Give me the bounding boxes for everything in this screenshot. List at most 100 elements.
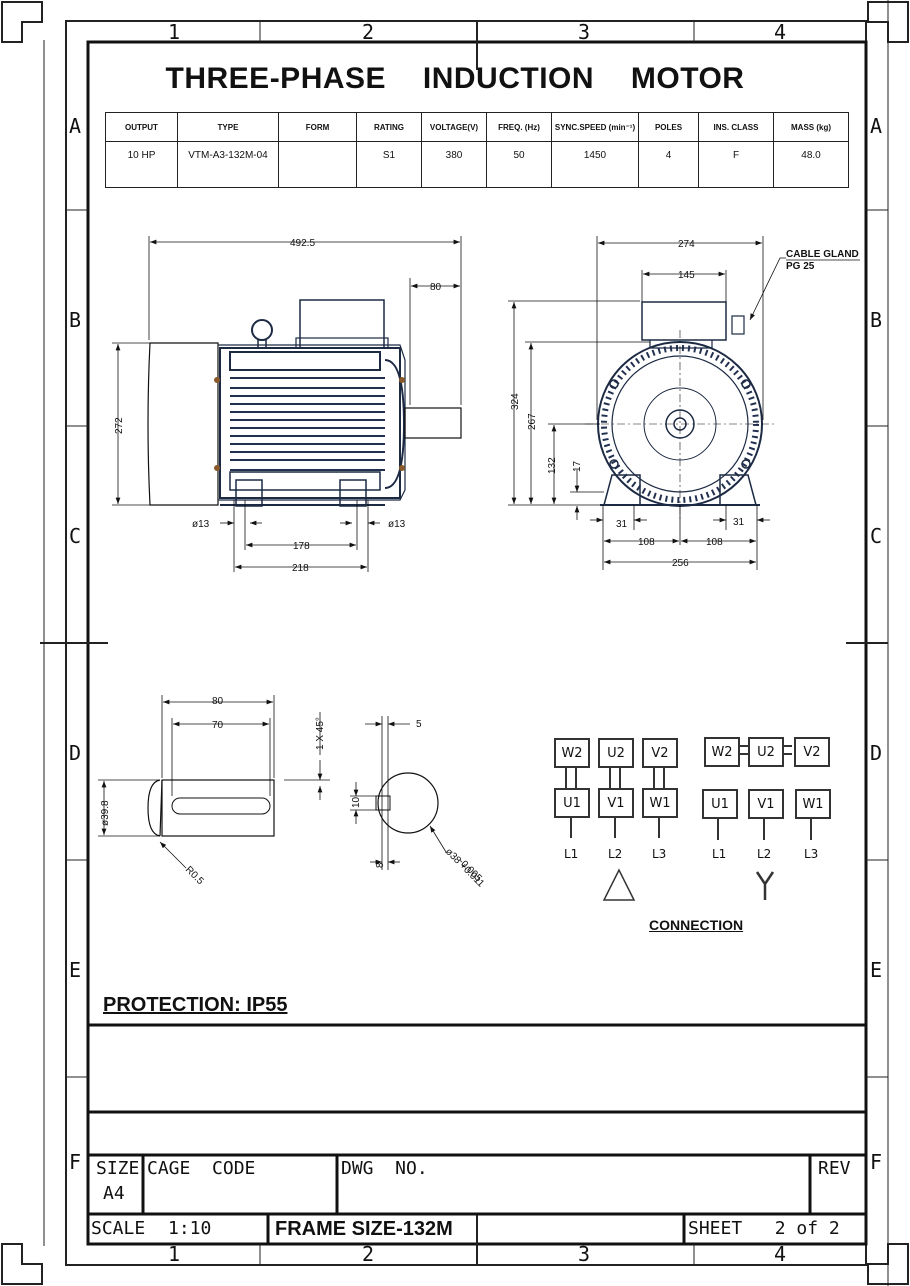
spec-header-cell: TYPE [177, 112, 279, 142]
terminal-u1-star: U1 [702, 789, 738, 819]
size-value: A4 [103, 1183, 125, 1204]
zone-row-b-left: B [69, 308, 82, 332]
spec-value-cell: 380 [421, 141, 487, 188]
spec-value-cell: 48.0 [773, 141, 849, 188]
dim-shaft-length: 80 [430, 282, 442, 293]
spec-value-cell: F [698, 141, 774, 188]
terminal-w1-star: W1 [795, 789, 831, 819]
zone-col-2-bottom: 2 [362, 1242, 375, 1266]
dim-foot-height: 17 [572, 460, 583, 472]
terminal-v2-delta: V2 [642, 738, 678, 768]
dim-radius: R0.5 [183, 864, 206, 887]
dim-hole-left: ø13 [192, 519, 210, 530]
zone-row-c-right: C [870, 524, 883, 548]
protection-label: PROTECTION: IP55 [103, 994, 288, 1016]
spec-table: OUTPUT TYPE FORM RATING VOLTAGE(V) FREQ.… [105, 112, 849, 188]
zone-row-a-left: A [69, 114, 82, 138]
rev-label: REV [818, 1158, 851, 1179]
line-l2-delta: L2 [608, 847, 623, 861]
dim-front-width: 274 [678, 239, 695, 250]
dim-total-height: 324 [510, 393, 521, 410]
spec-header-cell: MASS (kg) [773, 112, 849, 142]
dim-key-5: 5 [416, 719, 422, 730]
terminal-w1-delta: W1 [642, 788, 678, 818]
size-label: SIZE [96, 1158, 140, 1179]
dim-chamfer: 1 X 45° [315, 717, 326, 750]
frame-size: FRAME SIZE-132M [275, 1218, 453, 1240]
zone-row-d-right: D [870, 741, 883, 765]
cable-gland-label: CABLE GLAND [786, 249, 859, 260]
dim-overall-length: 492.5 [290, 238, 315, 249]
shaft-detail [98, 695, 330, 869]
zone-col-4-top: 4 [774, 20, 787, 44]
dim-side-height: 272 [114, 417, 125, 434]
spec-header-cell: FREQ. (Hz) [486, 112, 552, 142]
spec-header-cell: SYNC.SPEED (min⁻¹) [551, 112, 639, 142]
dim-box-width: 145 [678, 270, 695, 281]
dim-height-267: 267 [527, 413, 538, 430]
terminal-u2-delta: U2 [598, 738, 634, 768]
line-l3-star: L3 [804, 847, 819, 861]
dim-shaft-80: 80 [212, 696, 224, 707]
spec-header-row: OUTPUT TYPE FORM RATING VOLTAGE(V) FREQ.… [105, 112, 849, 142]
zone-col-2-top: 2 [362, 20, 375, 44]
zone-row-e-right: E [870, 958, 883, 982]
terminal-v1-star: V1 [748, 789, 784, 819]
zone-row-a-right: A [870, 114, 883, 138]
zone-row-d-left: D [69, 741, 82, 765]
scale-label: SCALE [91, 1218, 146, 1239]
line-l2-star: L2 [757, 847, 772, 861]
connection-label: CONNECTION [649, 917, 744, 933]
zone-col-3-top: 3 [578, 20, 591, 44]
zone-row-f-right: F [870, 1150, 883, 1174]
dim-hole-right: ø13 [388, 519, 406, 530]
dim-half-left: 108 [638, 537, 655, 548]
zone-row-f-left: F [69, 1150, 82, 1174]
dim-c31-left: 31 [616, 519, 628, 530]
line-l3-delta: L3 [652, 847, 667, 861]
terminal-w2-star: W2 [704, 737, 740, 767]
zone-row-b-right: B [870, 308, 883, 332]
dwg-no-label: DWG NO. [341, 1158, 428, 1179]
zone-row-c-left: C [69, 524, 82, 548]
connection-links [565, 745, 812, 901]
cable-gland-size: PG 25 [786, 261, 815, 272]
dim-shaft-dia: ø39.8 [100, 800, 111, 826]
spec-value-cell [278, 141, 357, 188]
drawing-title: THREE-PHASE INDUCTION MOTOR [165, 62, 745, 95]
spec-header-cell: FORM [278, 112, 357, 142]
spec-value-cell: S1 [356, 141, 422, 188]
dim-shaft-70: 70 [212, 720, 224, 731]
spec-header-cell: VOLTAGE(V) [421, 112, 487, 142]
zone-col-1-top: 1 [168, 20, 181, 44]
zone-row-e-left: E [69, 958, 82, 982]
spec-value-row: 10 HP VTM-A3-132M-04 S1 380 50 1450 4 F … [105, 141, 849, 188]
zone-col-1-bottom: 1 [168, 1242, 181, 1266]
line-l1-star: L1 [712, 847, 727, 861]
spec-header-cell: RATING [356, 112, 422, 142]
line-l1-delta: L1 [564, 847, 579, 861]
terminal-u1-delta: U1 [554, 788, 590, 818]
sheet-label: SHEET 2 of 2 [688, 1218, 840, 1239]
dim-shaft-height: 132 [547, 457, 558, 474]
terminal-w2-delta: W2 [554, 738, 590, 768]
spec-value-cell: 50 [486, 141, 552, 188]
cage-code-label: CAGE CODE [147, 1158, 256, 1179]
terminal-v1-delta: V1 [598, 788, 634, 818]
spec-value-cell: VTM-A3-132M-04 [177, 141, 279, 188]
spec-value-cell: 1450 [551, 141, 639, 188]
scale-value: 1:10 [168, 1218, 212, 1239]
key-section [350, 716, 447, 870]
zone-col-3-bottom: 3 [578, 1242, 591, 1266]
dim-foot-span: 178 [293, 541, 310, 552]
dim-overall-width: 256 [672, 558, 689, 569]
terminal-u2-star: U2 [748, 737, 784, 767]
dim-half-right: 108 [706, 537, 723, 548]
dim-key-8: 8 [375, 862, 386, 868]
spec-header-cell: OUTPUT [105, 112, 178, 142]
dim-c31-right: 31 [733, 517, 745, 528]
dim-foot-width: 218 [292, 563, 309, 574]
zone-col-4-bottom: 4 [774, 1242, 787, 1266]
